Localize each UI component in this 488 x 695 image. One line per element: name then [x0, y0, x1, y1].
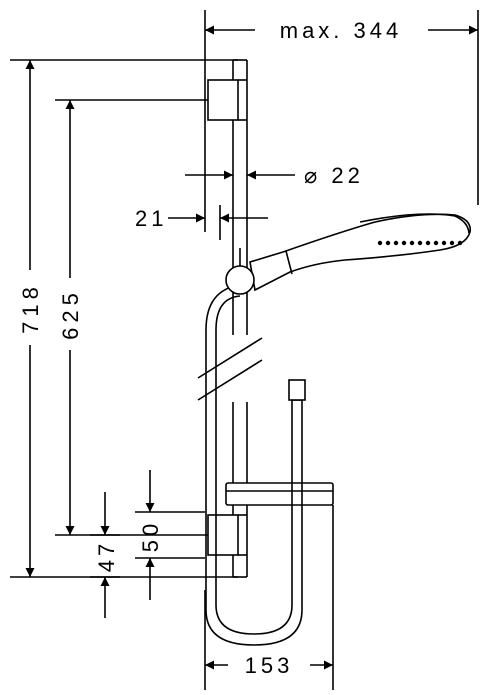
dimension-625-lines [55, 99, 208, 536]
shelf [225, 482, 334, 506]
dimension-47-lines [90, 492, 120, 618]
dimension-21-label: 21 [135, 206, 167, 231]
dimension-21-lines [168, 205, 268, 240]
dimension-718-lines [10, 59, 238, 578]
shower-hose [205, 284, 303, 646]
dimension-max-344-lines [204, 10, 479, 232]
dimension-diameter-22-label: ⌀ 22 [304, 163, 364, 188]
hand-shower [225, 213, 472, 295]
dimension-718-label: 718 [18, 282, 43, 334]
bottom-wall-bracket [207, 514, 247, 556]
spray-nozzles [377, 240, 463, 246]
dimension-50-label: 50 [138, 520, 163, 552]
dimension-625-label: 625 [58, 288, 83, 340]
dimension-50-lines [135, 470, 205, 600]
break-lines [197, 337, 263, 401]
top-wall-bracket [207, 79, 247, 121]
dimension-max-344-label: max. 344 [280, 18, 403, 43]
dimension-47-label: 47 [94, 540, 119, 572]
hose-outlet [288, 379, 306, 401]
dimension-153-label: 153 [245, 653, 294, 678]
dimension-153-lines [204, 505, 334, 690]
